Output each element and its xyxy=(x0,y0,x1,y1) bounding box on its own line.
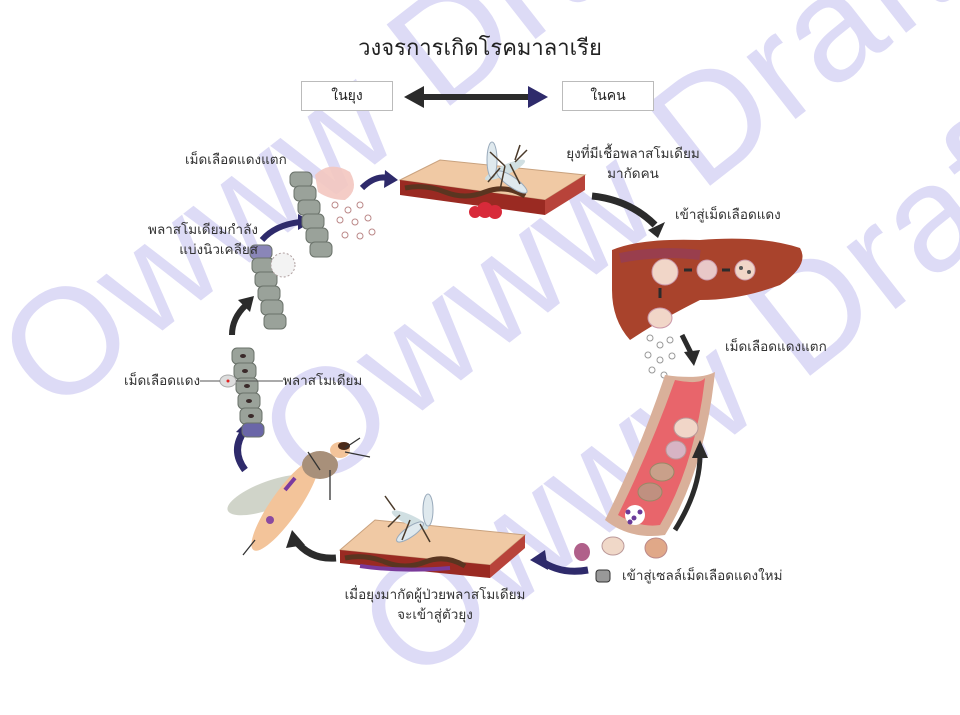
label-line: จะเข้าสู่ตัวยุง xyxy=(397,607,473,623)
label-line: มากัดคน xyxy=(607,166,659,182)
arrow-icon xyxy=(648,222,665,238)
blood-vessel-icon xyxy=(605,372,715,536)
oocyst-icon xyxy=(270,252,296,278)
label-line: เมื่อยุงมากัดผู้ป่วยพลาสโมเดียม xyxy=(344,587,526,603)
malaria-cycle-illustration xyxy=(200,86,803,583)
double-arrow-icon xyxy=(404,86,548,108)
label-enter-red-blood-cell: เข้าสู่เม็ดเลือดแดง xyxy=(675,207,781,223)
label-mosquito-bites-human: ยุงที่มีเชื้อพลาสโมเดียม มากัดคน xyxy=(548,144,718,184)
label-mosquito-bites-patient: เมื่อยุงมากัดผู้ป่วยพลาสโมเดียม จะเข้าสู… xyxy=(320,585,550,625)
mosquito-infected-icon xyxy=(227,437,371,556)
in-human-box: ในคน xyxy=(562,81,654,111)
arrow-icon xyxy=(286,530,305,548)
label-line: แบ่งนิวเคลียส xyxy=(179,242,258,258)
midgut-cells-lower-icon xyxy=(231,347,265,438)
sporozoites-icon xyxy=(331,201,376,240)
in-mosquito-box: ในยุง xyxy=(301,81,393,111)
arrow-icon xyxy=(530,550,548,570)
liver-icon xyxy=(612,238,803,340)
label-line: ยุงที่มีเชื้อพลาสโมเดียม xyxy=(566,146,700,162)
ruptured-oocyst-icon xyxy=(315,166,354,200)
plasmodium-dot-icon xyxy=(226,379,230,383)
skin-block-top-icon xyxy=(398,159,587,219)
label-plasmodium-dividing: พลาสโมเดียมกำลัง แบ่งนิวเคลียส xyxy=(120,220,258,260)
mosquito-bottom-icon xyxy=(384,493,434,543)
arrow-icon xyxy=(384,170,398,188)
diagram-title: วงจรการเกิดโรคมาลาเรีย xyxy=(358,36,602,61)
label-line: พลาสโมเดียมกำลัง xyxy=(148,222,258,238)
label-red-blood-cell: เม็ดเลือดแดง xyxy=(124,373,201,389)
mosquito-top-icon xyxy=(484,141,528,194)
arrow-icon xyxy=(692,440,708,458)
label-plasmodium: พลาสโมเดียม xyxy=(283,373,363,389)
label-rbc-rupture-right: เม็ดเลือดแดงแตก xyxy=(725,339,827,355)
label-rbc-rupture-left: เม็ดเลือดแดงแตก xyxy=(185,152,287,168)
merozoites-icon xyxy=(644,334,676,379)
label-enter-new-rbc: เข้าสู่เซลล์เม็ดเลือดแดงใหม่ xyxy=(622,568,783,584)
arrow-icon xyxy=(684,350,700,366)
arrow-icon xyxy=(238,296,254,312)
new-red-blood-cells-icon xyxy=(574,536,668,583)
midgut-cells-top-icon xyxy=(289,171,333,258)
skin-block-bottom-icon xyxy=(338,519,527,578)
